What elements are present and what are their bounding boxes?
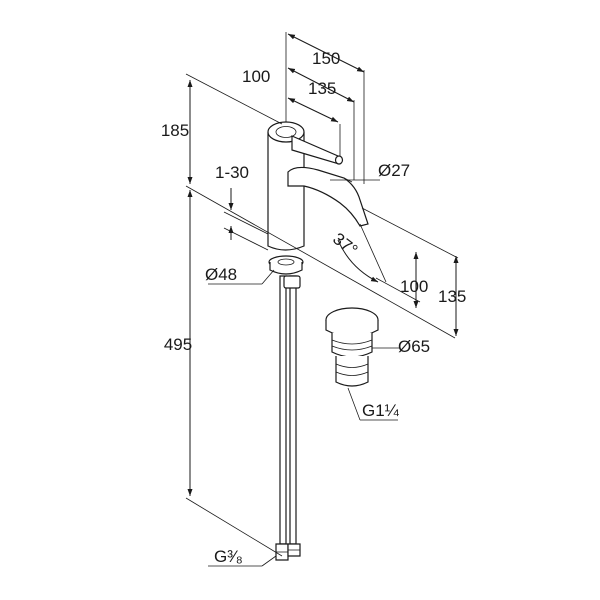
dim-body-diameter: Ø48 (205, 265, 237, 284)
dim-135-right: 135 (438, 287, 466, 306)
dim-waste-thread: G1¼ (362, 401, 400, 420)
popup-waste (325, 307, 379, 387)
dim-185: 185 (161, 121, 189, 140)
dim-150: 150 (312, 49, 340, 68)
dim-100-right: 100 (400, 277, 428, 296)
dimension-labels: 150 100 135 185 1-30 Ø27 37° Ø48 495 100… (161, 49, 467, 566)
dim-spout-diameter: Ø27 (378, 161, 410, 180)
dim-angle: 37° (329, 229, 361, 260)
dim-495: 495 (164, 335, 192, 354)
dim-135-top: 135 (308, 79, 336, 98)
dim-hose-thread: G³⁄₈ (214, 547, 243, 566)
dim-waste-diameter: Ø65 (398, 337, 430, 356)
supply-hoses (275, 275, 301, 561)
dim-1-30: 1-30 (215, 163, 249, 182)
dimension-lines (185, 32, 459, 567)
dim-100-top: 100 (242, 67, 270, 86)
